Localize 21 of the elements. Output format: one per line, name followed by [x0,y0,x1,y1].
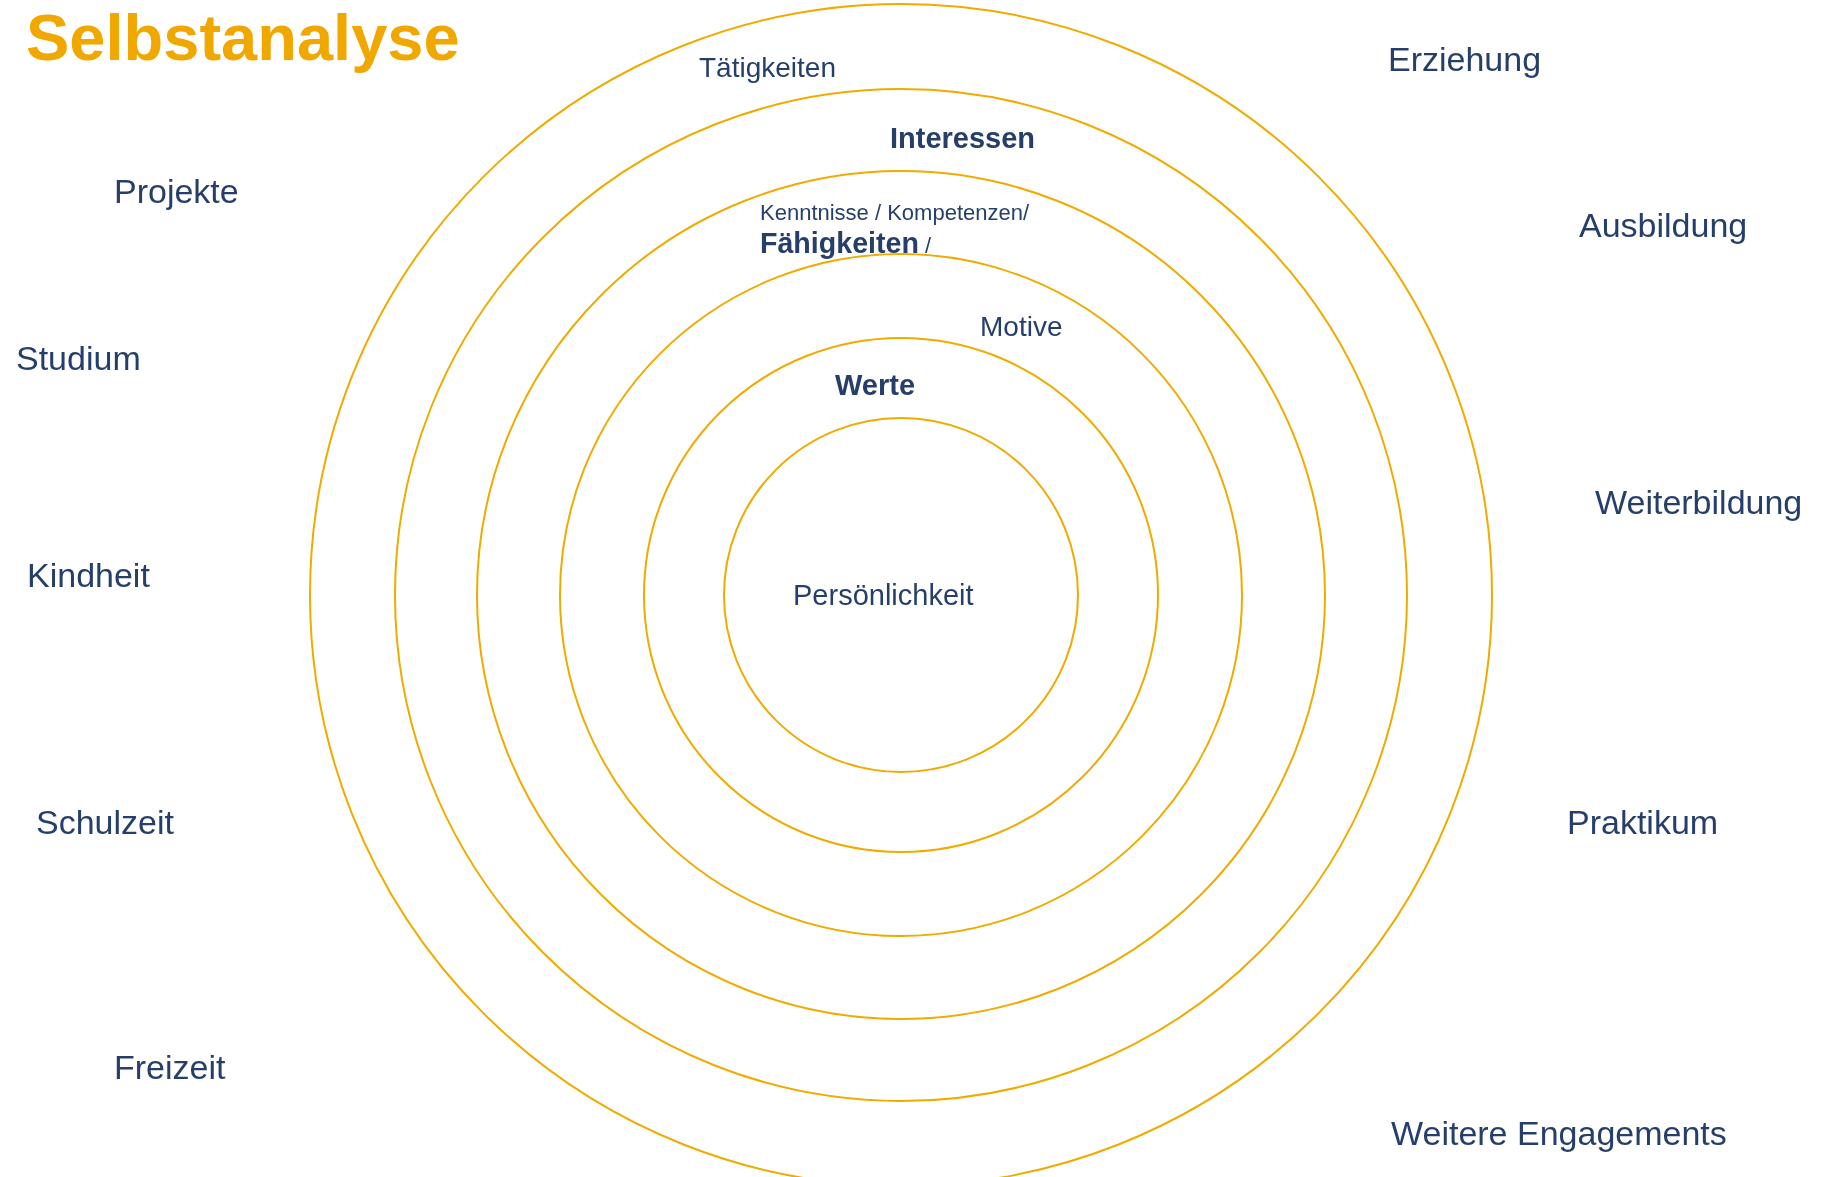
category-label: Ausbildung [1579,205,1748,245]
category-label: Studium [16,338,141,378]
ring-label: Motive [980,310,1063,344]
ring-label: Werte [835,367,916,403]
ring [476,170,1326,1020]
ring [723,417,1079,773]
title: Selbstanalyse [26,0,460,75]
ring [394,88,1408,1102]
ring [643,337,1159,853]
ring-label: Tätigkeiten [699,51,836,85]
ring-label: Interessen [890,120,1036,156]
category-label: Kindheit [27,555,150,595]
ring-label: Persönlichkeit [793,577,974,613]
category-label: Schulzeit [36,802,174,842]
category-label: Projekte [114,171,239,211]
category-label: Weitere Engagements [1391,1113,1727,1153]
category-label: Erziehung [1388,39,1542,79]
category-label: Freizeit [114,1047,226,1087]
category-label: Praktikum [1567,802,1719,842]
category-label: Weiterbildung [1595,482,1803,522]
ring-label: Kenntnisse / Kompetenzen/ Fähigkeiten / [760,199,1031,261]
